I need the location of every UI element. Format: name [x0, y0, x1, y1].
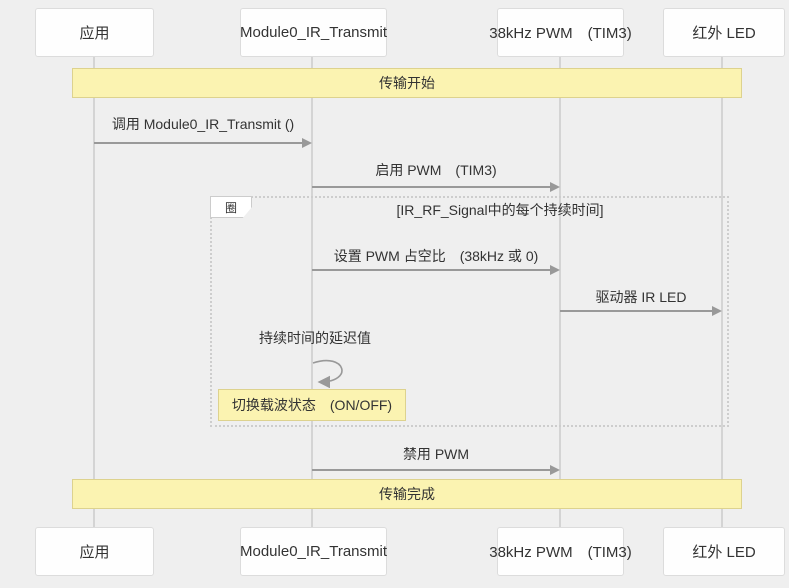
- participant-module0-ir-transmit-top: Module0_IR_Transmit: [240, 8, 387, 57]
- banner-transmission-start: 传输开始: [72, 68, 742, 98]
- arrowhead-icon: [712, 306, 722, 316]
- message-arrow-3: [312, 269, 551, 271]
- message-arrow-2: [312, 186, 551, 188]
- message-disable-pwm: 禁用 PWM: [402, 446, 470, 462]
- banner-transmission-done: 传输完成: [72, 479, 742, 509]
- participant-pwm-tim3-top: 38kHz PWM (TIM3): [489, 8, 632, 57]
- message-arrow-6: [312, 469, 551, 471]
- message-set-duty-cycle: 设置 PWM 占空比 (38kHz 或 0): [333, 248, 539, 264]
- participant-ir-led-bottom: 红外 LED: [663, 527, 785, 576]
- message-delay-duration: 持续时间的延迟值: [259, 330, 371, 346]
- message-arrow-4: [560, 310, 713, 312]
- participant-pwm-tim3-bottom: 38kHz PWM (TIM3): [489, 527, 632, 576]
- arrowhead-icon: [550, 465, 560, 475]
- arrowhead-icon: [302, 138, 312, 148]
- message-arrow-1: [94, 142, 303, 144]
- message-call-module0: 调用 Module0_IR_Transmit (): [111, 116, 295, 132]
- message-drive-ir-led: 驱动器 IR LED: [595, 289, 687, 305]
- loop-frame: [210, 196, 729, 427]
- message-enable-pwm: 启用 PWM (TIM3): [375, 162, 497, 178]
- participant-ir-led-top: 红外 LED: [663, 8, 785, 57]
- arrowhead-icon: [550, 265, 560, 275]
- lifeline-module0-ir-transmit: [311, 57, 313, 527]
- self-loop-arrow: [312, 359, 343, 388]
- participant-module0-ir-transmit-bottom: Module0_IR_Transmit: [240, 527, 387, 576]
- lifeline-ir-led: [721, 57, 723, 527]
- participant-app-bottom: 应用: [35, 527, 154, 576]
- participant-app-top: 应用: [35, 8, 154, 57]
- lifeline-app: [93, 57, 95, 527]
- arrowhead-icon: [550, 182, 560, 192]
- note-toggle-carrier: 切换载波状态 (ON/OFF): [218, 389, 406, 421]
- lifeline-pwm-tim3: [559, 57, 561, 527]
- loop-label: 圈: [210, 196, 252, 218]
- loop-condition: [IR_RF_Signal中的每个持续时间]: [396, 202, 604, 218]
